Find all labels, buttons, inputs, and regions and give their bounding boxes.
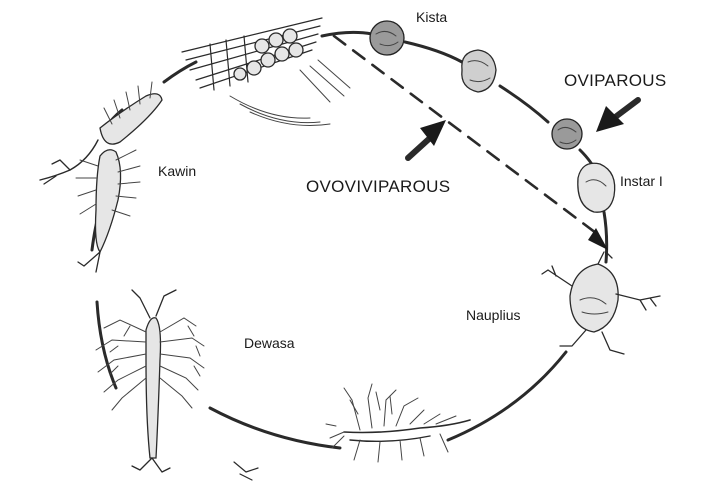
arrow-icon bbox=[596, 106, 624, 132]
instar-label: Instar I bbox=[620, 173, 663, 189]
mating-pair-icon bbox=[40, 82, 162, 272]
oviparous-arrow bbox=[596, 100, 638, 132]
juvenile-shrimp-icon bbox=[326, 384, 470, 462]
hatching-cyst-icon bbox=[462, 50, 496, 92]
ovoviviparous-label: OVOVIVIPAROUS bbox=[306, 177, 450, 196]
kawin-label: Kawin bbox=[158, 163, 196, 179]
nauplius-label: Nauplius bbox=[466, 307, 520, 323]
instar-larva-icon bbox=[578, 163, 615, 212]
oviparous-label: OVIPAROUS bbox=[564, 71, 667, 90]
nauplius-larva-icon bbox=[542, 252, 660, 354]
oviparous-cyst-icon bbox=[552, 119, 582, 149]
kista-label: Kista bbox=[416, 9, 447, 25]
cyst-icon bbox=[370, 21, 404, 55]
ovoviviparous-arrow bbox=[408, 120, 446, 158]
adult-shrimp-icon bbox=[96, 290, 258, 480]
dewasa-label: Dewasa bbox=[244, 335, 295, 351]
